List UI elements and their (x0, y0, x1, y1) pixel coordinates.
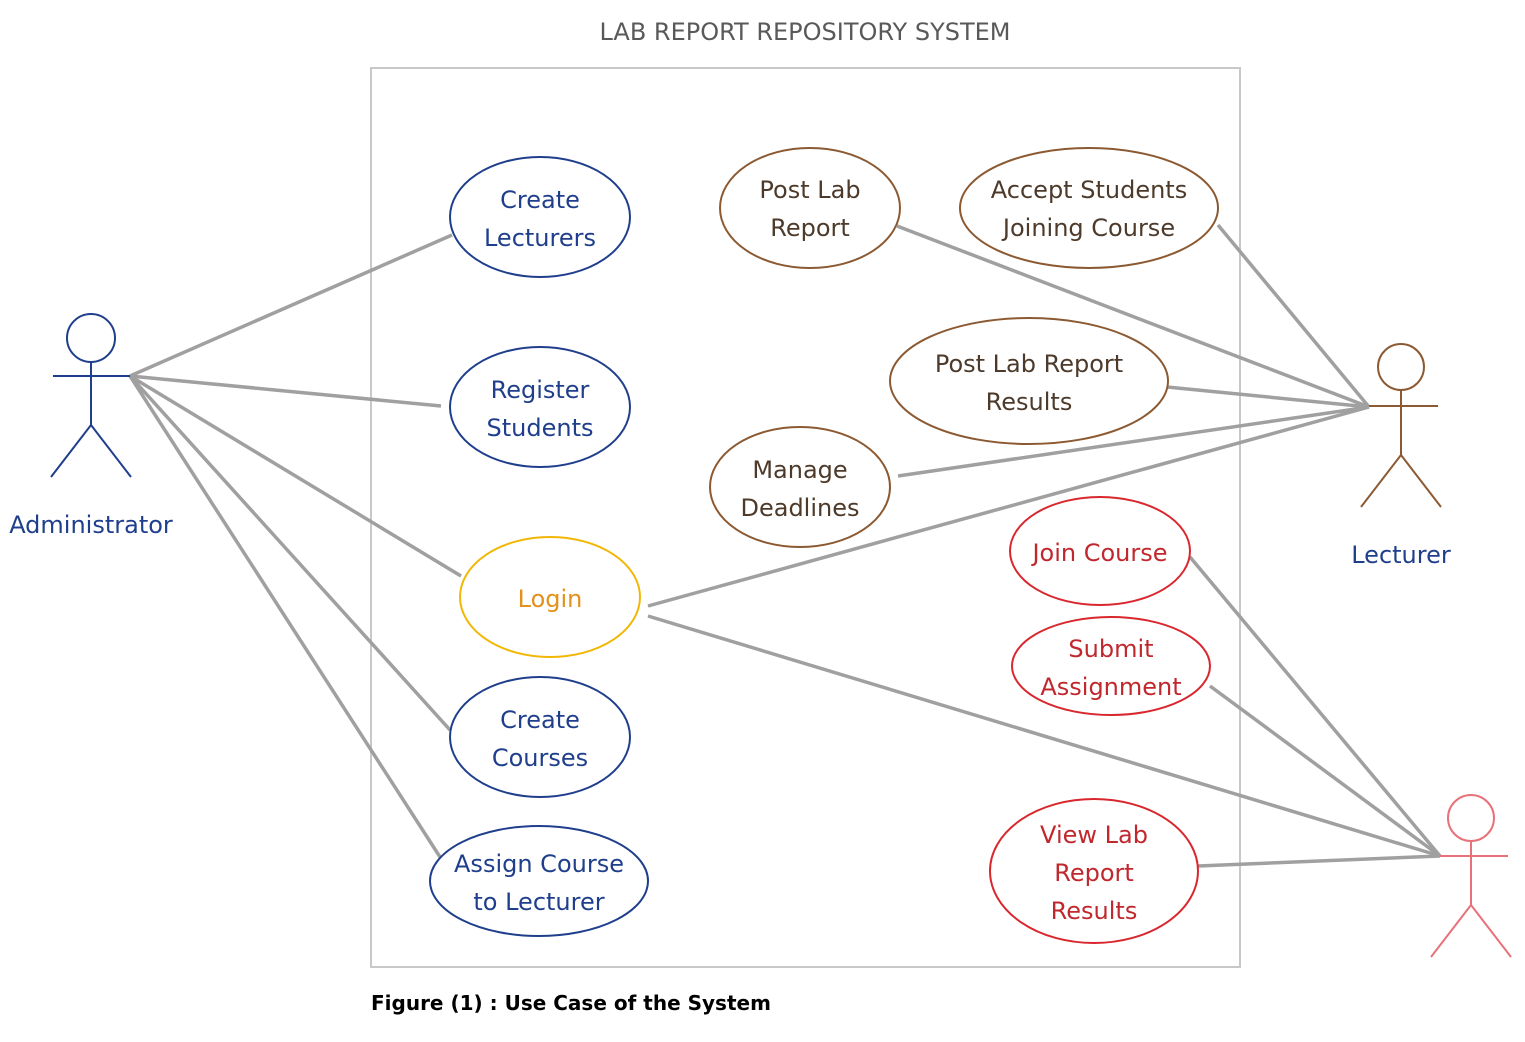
assoc-lecturer-post-lab-report (896, 224, 1370, 409)
use-case-post-results: Post Lab Report Results (889, 317, 1169, 445)
actor-student (1430, 794, 1512, 958)
assoc-lecturer-post-results (1166, 385, 1370, 409)
actor-student-head (1447, 794, 1495, 842)
use-case-accept-students-line-1: Accept Students (991, 176, 1187, 204)
diagram-title: LAB REPORT REPOSITORY SYSTEM (599, 18, 1010, 46)
use-case-assign-course-line-2: to Lecturer (473, 888, 604, 916)
use-case-view-results-line-1: View Lab (1040, 821, 1148, 849)
actor-lecturer-leg-left (1360, 454, 1402, 508)
use-case-manage-deadlines-ellipse (709, 426, 891, 548)
use-case-create-courses: Create Courses (449, 676, 631, 798)
use-case-create-lecturers-line-1: Create (500, 186, 580, 214)
use-case-post-results-ellipse (889, 317, 1169, 445)
assoc-admin-login (129, 374, 462, 578)
use-case-manage-deadlines-line-1: Manage (752, 456, 847, 484)
use-case-join-course-ellipse (1009, 496, 1191, 606)
use-case-join-course-line-1: Join Course (1030, 539, 1167, 567)
use-case-manage-deadlines-line-2: Deadlines (740, 494, 859, 522)
actor-lecturer-label: Lecturer (1351, 541, 1451, 569)
use-case-login-line-1: Login (518, 585, 583, 613)
actor-lecturer: Lecturer (1351, 343, 1451, 569)
assoc-admin-assign-course (128, 375, 442, 858)
figure-caption: Figure (1) : Use Case of the System (371, 991, 771, 1015)
use-case-manage-deadlines: Manage Deadlines (709, 426, 891, 548)
use-case-create-lecturers: Create Lecturers (449, 156, 631, 278)
actor-administrator-leg-left (50, 424, 92, 478)
use-case-register-students: Register Students (449, 346, 631, 468)
assoc-lecturer-manage-deadlines (897, 405, 1370, 478)
assoc-student-login (647, 614, 1441, 858)
use-case-view-results-line-3: Results (1051, 897, 1138, 925)
use-case-register-students-line-1: Register (491, 376, 590, 404)
actor-administrator-label: Administrator (9, 511, 173, 539)
assoc-admin-register-students (129, 374, 442, 408)
assoc-lecturer-login (647, 405, 1370, 608)
use-case-post-lab-report-line-2: Report (770, 214, 850, 242)
use-case-submit-assignment-ellipse (1011, 616, 1211, 716)
use-case-assign-course-line-1: Assign Course (454, 850, 624, 878)
actor-lecturer-leg-right (1400, 454, 1442, 508)
use-case-login-ellipse (459, 536, 641, 658)
use-case-join-course: Join Course (1009, 496, 1191, 606)
use-case-submit-assignment: Submit Assignment (1011, 616, 1211, 716)
use-case-submit-assignment-line-1: Submit (1068, 635, 1153, 663)
actor-student-leg-left (1430, 904, 1472, 958)
use-case-create-courses-line-1: Create (500, 706, 580, 734)
actor-student-leg-right (1470, 904, 1512, 958)
use-case-view-results-line-2: Report (1054, 859, 1134, 887)
assoc-lecturer-accept-students (1216, 223, 1371, 409)
use-case-view-results: View Lab Report Results (989, 798, 1199, 944)
use-case-register-students-line-2: Students (487, 414, 594, 442)
use-case-post-lab-report: Post Lab Report (719, 147, 901, 269)
assoc-admin-create-lecturers (129, 233, 453, 378)
actor-lecturer-head (1377, 343, 1425, 391)
use-case-post-results-line-2: Results (986, 388, 1073, 416)
use-case-view-results-ellipse (989, 798, 1199, 944)
use-case-login: Login (459, 536, 641, 658)
assoc-student-submit-assignment (1208, 684, 1442, 858)
use-case-create-lecturers-line-2: Lecturers (484, 224, 596, 252)
use-case-post-results-line-1: Post Lab Report (935, 350, 1123, 378)
assoc-admin-create-courses (128, 374, 452, 732)
actor-administrator: Administrator (9, 313, 173, 539)
use-case-create-courses-line-2: Courses (492, 744, 588, 772)
use-case-register-students-ellipse (449, 346, 631, 468)
use-case-accept-students-line-2: Joining Course (1001, 214, 1175, 242)
actor-administrator-leg-right (90, 424, 132, 478)
use-case-assign-course: Assign Course to Lecturer (429, 825, 649, 937)
use-case-create-lecturers-ellipse (449, 156, 631, 278)
associations (128, 223, 1442, 868)
use-case-create-courses-ellipse (449, 676, 631, 798)
system-boundary (370, 67, 1241, 968)
use-case-post-lab-report-line-1: Post Lab (759, 176, 860, 204)
assoc-student-join-course (1188, 555, 1442, 858)
use-case-submit-assignment-line-2: Assignment (1040, 673, 1181, 701)
use-case-accept-students: Accept Students Joining Course (959, 147, 1219, 269)
assoc-student-view-results (1197, 854, 1441, 868)
use-case-accept-students-ellipse (959, 147, 1219, 269)
actor-administrator-head (66, 313, 116, 363)
use-case-assign-course-ellipse (429, 825, 649, 937)
use-case-post-lab-report-ellipse (719, 147, 901, 269)
